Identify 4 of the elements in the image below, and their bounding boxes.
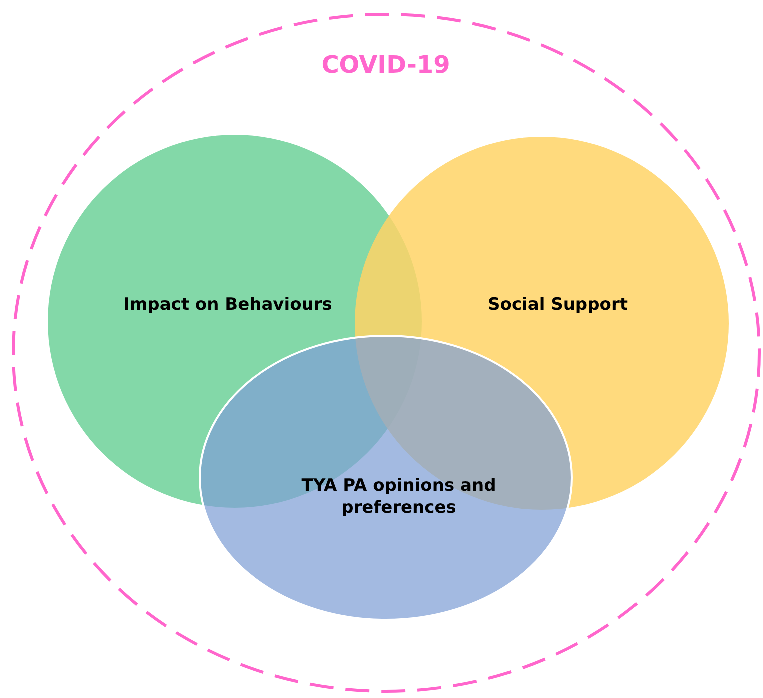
- circle-label: Impact on Behaviours: [124, 294, 332, 316]
- group-heading: COVID-19: [322, 54, 450, 76]
- circle-label: Social Support: [488, 294, 628, 316]
- circle-label: TYA PA opinions and preferences: [300, 475, 498, 519]
